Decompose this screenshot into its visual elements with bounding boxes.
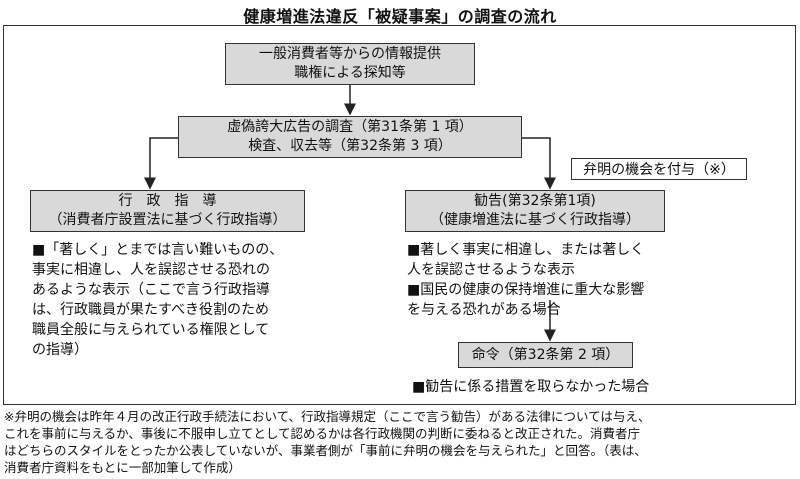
recommendation-box: 勧告(第32条第1項) （健康増進法に基づく行政指導） bbox=[405, 190, 665, 232]
recommendation-line-1: 勧告(第32条第1項) bbox=[474, 193, 596, 209]
info-source-box: 一般消費者等からの情報提供 職権による探知等 bbox=[225, 43, 475, 85]
admin-guidance-line-1: 行 政 指 導 bbox=[118, 193, 217, 209]
admin-guidance-box: 行 政 指 導 （消費者庁設置法に基づく行政指導） bbox=[30, 190, 305, 232]
investigation-box: 虚偽誇大広告の調査（第31条第 1 項） 検査、収去等（第32条第 3 項） bbox=[178, 116, 522, 158]
admin-guidance-note: ■「著しく」とまでは言い難いものの、 事実に相違し、人を誤認させる恐れの あるよ… bbox=[32, 242, 284, 358]
diagram-frame bbox=[3, 25, 796, 405]
info-source-line-2: 職権による探知等 bbox=[294, 65, 406, 81]
arrow-to-admin-guidance bbox=[144, 137, 178, 190]
recommendation-line-2: （健康増進法に基づく行政指導） bbox=[430, 212, 640, 228]
recommendation-note: ■著しく事実に相違し、または著しく 人を誤認させるような表示 ■国民の健康の保持… bbox=[407, 242, 645, 318]
diagram-title: 健康増進法違反「被疑事案」の調査の流れ bbox=[243, 7, 557, 26]
footnote: ※弁明の機会は昨年４月の改正行政手続法において、行政指導規定（ここで言う勧告）が… bbox=[4, 409, 651, 475]
order-box: 命令（第32条第 2 項） bbox=[458, 342, 633, 368]
order-note: ■勧告に係る措置を取らなかった場合 bbox=[412, 379, 650, 395]
order-label: 命令（第32条第 2 項） bbox=[471, 346, 620, 363]
investigation-line-2: 検査、収去等（第32条第 3 項） bbox=[248, 138, 452, 154]
hearing-opportunity-label: 弁明の機会を付与（※） bbox=[583, 162, 735, 178]
admin-guidance-line-2: （消費者庁設置法に基づく行政指導） bbox=[48, 212, 287, 228]
hearing-opportunity-box: 弁明の機会を付与（※） bbox=[571, 158, 747, 180]
investigation-line-1: 虚偽誇大広告の調査（第31条第 1 項） bbox=[227, 119, 473, 135]
arrow-to-recommendation bbox=[522, 137, 556, 190]
info-source-line-1: 一般消費者等からの情報提供 bbox=[259, 46, 441, 62]
